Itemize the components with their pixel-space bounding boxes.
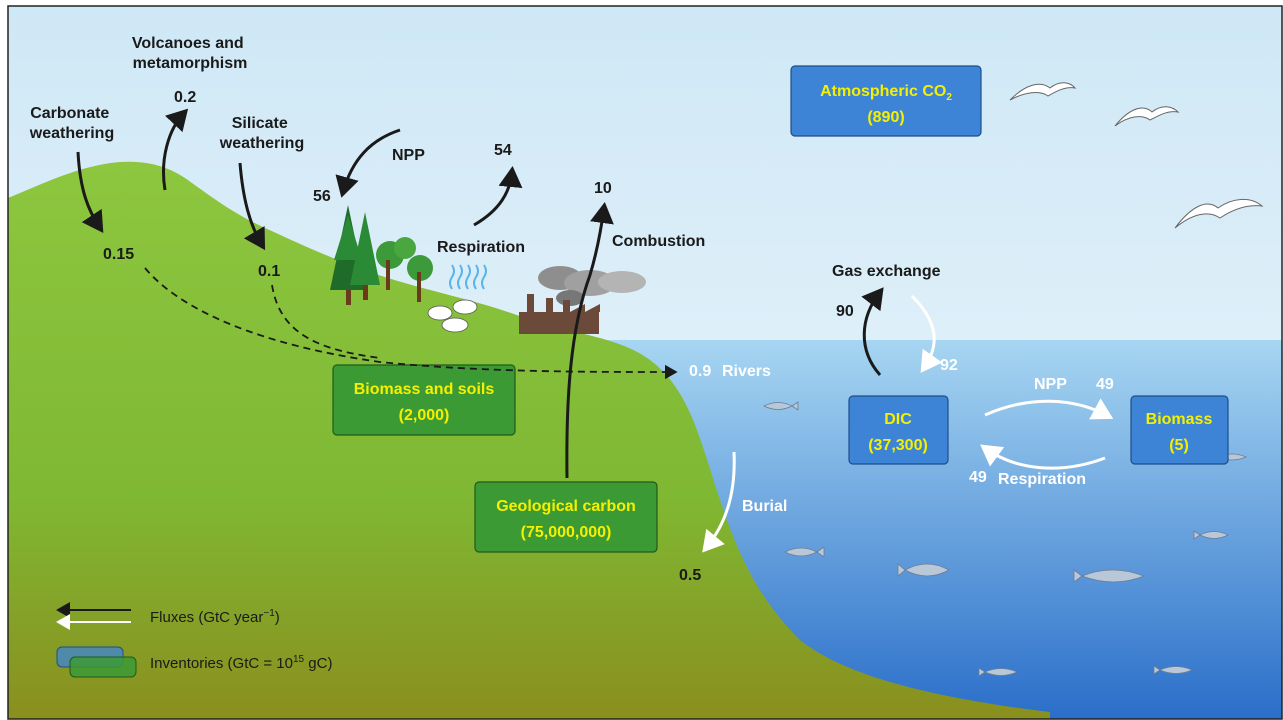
geological-carbon-box: Geological carbon (75,000,000) xyxy=(474,481,658,553)
factory-icon xyxy=(519,294,600,334)
dic-value: (37,300) xyxy=(868,437,928,454)
biomass-soils-value: (2,000) xyxy=(399,407,450,424)
silicate-weathering-label: Silicate weathering xyxy=(219,115,304,152)
respiration-land-label: Respiration xyxy=(437,239,525,256)
heat-waves-icon xyxy=(449,264,487,290)
gas-exchange-in-flux: 92 xyxy=(940,357,958,374)
npp-ocean-arrow xyxy=(984,398,1114,420)
atmospheric-co2-subscript: 2 xyxy=(946,92,952,103)
land xyxy=(8,161,1050,720)
biomass-soils-title: Biomass and soils xyxy=(354,381,495,398)
burial-arrow xyxy=(702,451,736,553)
dic-box: DIC (37,300) xyxy=(848,395,949,465)
seagull-icon xyxy=(1009,82,1077,101)
gas-exchange-out-flux: 90 xyxy=(836,303,854,320)
silicate-weathering-flux: 0.1 xyxy=(258,263,280,280)
volcanoes-arrow xyxy=(162,108,189,191)
livestock-icon xyxy=(427,299,478,333)
rivers-dashed-path xyxy=(144,267,678,380)
npp-ocean-label: NPP xyxy=(1034,376,1067,393)
volcanoes-label: Volcanoes and metamorphism xyxy=(132,35,248,72)
respiration-land-flux: 54 xyxy=(494,142,512,159)
dic-title: DIC xyxy=(884,411,912,428)
ocean-biomass-title: Biomass xyxy=(1146,411,1213,428)
ocean-biomass-value: (5) xyxy=(1169,437,1189,454)
geological-carbon-value: (75,000,000) xyxy=(521,524,612,541)
carbonate-weathering-flux: 0.15 xyxy=(103,246,134,263)
respiration-ocean-label: Respiration xyxy=(998,471,1086,488)
burial-flux: 0.5 xyxy=(679,567,701,584)
burial-label: Burial xyxy=(742,498,787,515)
silicate-weathering-arrow xyxy=(238,162,266,251)
npp-land-arrow xyxy=(335,128,401,198)
smoke-icon xyxy=(538,266,646,306)
legend-inventories-label: Inventories (GtC = 1015 gC) xyxy=(150,654,332,672)
atmospheric-co2-title: Atmospheric CO xyxy=(820,83,946,100)
silicate-dashed-path xyxy=(271,284,381,359)
npp-ocean-flux: 49 xyxy=(1096,376,1114,393)
rivers-flux: 0.9 xyxy=(689,363,711,380)
gas-exchange-out-arrow xyxy=(861,287,884,376)
npp-land-flux: 56 xyxy=(313,188,331,205)
atmospheric-co2-box: Atmospheric CO2 (890) xyxy=(790,65,982,137)
combustion-arrow xyxy=(565,202,614,479)
atmospheric-co2-value: (890) xyxy=(867,109,904,126)
gas-exchange-in-arrow xyxy=(910,294,943,373)
gas-exchange-label: Gas exchange xyxy=(832,263,941,280)
fish-icon xyxy=(763,401,1248,677)
frame xyxy=(7,5,1283,720)
rivers-label: Rivers xyxy=(722,363,771,380)
legend-fluxes-label: Fluxes (GtC year−1) xyxy=(150,608,280,626)
respiration-land-arrow xyxy=(473,166,523,227)
legend: Fluxes (GtC year−1) Inventories (GtC = 1… xyxy=(56,602,332,678)
combustion-label: Combustion xyxy=(612,233,705,250)
svg-text:Atmospheric CO2: Atmospheric CO2 xyxy=(820,83,952,103)
legend-green-swatch xyxy=(69,656,137,678)
carbonate-weathering-arrow xyxy=(76,151,104,233)
npp-land-label: NPP xyxy=(392,147,425,164)
carbonate-weathering-label: Carbonate weathering xyxy=(29,105,114,142)
volcanoes-flux: 0.2 xyxy=(174,89,196,106)
geological-carbon-title: Geological carbon xyxy=(496,498,636,515)
biomass-soils-box: Biomass and soils (2,000) xyxy=(332,364,516,436)
trees-icon xyxy=(330,205,433,305)
ocean-biomass-box: Biomass (5) xyxy=(1130,395,1229,465)
combustion-flux: 10 xyxy=(594,180,612,197)
seagull-icon xyxy=(1114,106,1180,127)
respiration-ocean-flux: 49 xyxy=(969,469,987,486)
seagull-icon xyxy=(1174,199,1264,229)
respiration-ocean-arrow xyxy=(980,444,1106,470)
